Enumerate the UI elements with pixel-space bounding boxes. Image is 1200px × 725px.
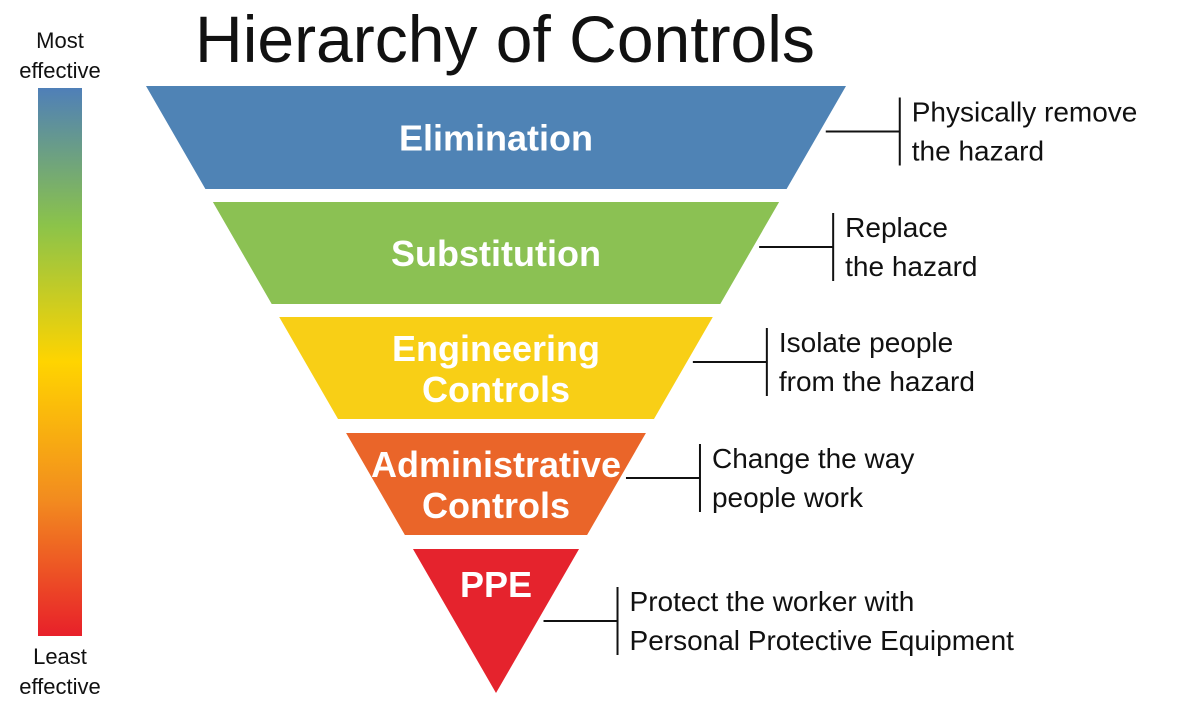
level-shape-substitution: [212, 202, 780, 304]
description-substitution: Replace: [845, 212, 948, 243]
description-administrative-controls: people work: [712, 482, 864, 513]
description-ppe: Protect the worker with: [630, 586, 915, 617]
effectiveness-gradient-bar: [38, 88, 82, 636]
scale-bottom-label-line1: Least: [33, 644, 87, 669]
scale-bottom-label-line2: effective: [19, 674, 101, 699]
description-elimination: Physically remove: [912, 97, 1138, 128]
level-shape-administrative-controls: [346, 433, 646, 535]
description-substitution: the hazard: [845, 251, 977, 282]
effectiveness-scale: Most effective Least effective: [19, 28, 101, 699]
scale-top-label-line1: Most: [36, 28, 84, 53]
level-label-administrative-controls: Controls: [422, 485, 570, 526]
level-shape-engineering-controls: [279, 317, 713, 419]
description-engineering-controls: Isolate people: [779, 327, 953, 358]
level-label-elimination: Elimination: [399, 118, 593, 159]
level-shape-elimination: [146, 86, 846, 189]
page-title: Hierarchy of Controls: [195, 2, 815, 76]
description-elimination: the hazard: [912, 136, 1044, 167]
description-administrative-controls: Change the way: [712, 443, 914, 474]
level-label-substitution: Substitution: [391, 233, 601, 274]
level-label-engineering-controls: Engineering: [392, 328, 600, 369]
level-label-engineering-controls: Controls: [422, 369, 570, 410]
level-label-administrative-controls: Administrative: [371, 444, 621, 485]
level-label-ppe: PPE: [460, 564, 532, 605]
level-shape-ppe: [412, 549, 580, 693]
description-ppe: Personal Protective Equipment: [630, 625, 1015, 656]
scale-top-label-line2: effective: [19, 58, 101, 83]
description-engineering-controls: from the hazard: [779, 366, 975, 397]
